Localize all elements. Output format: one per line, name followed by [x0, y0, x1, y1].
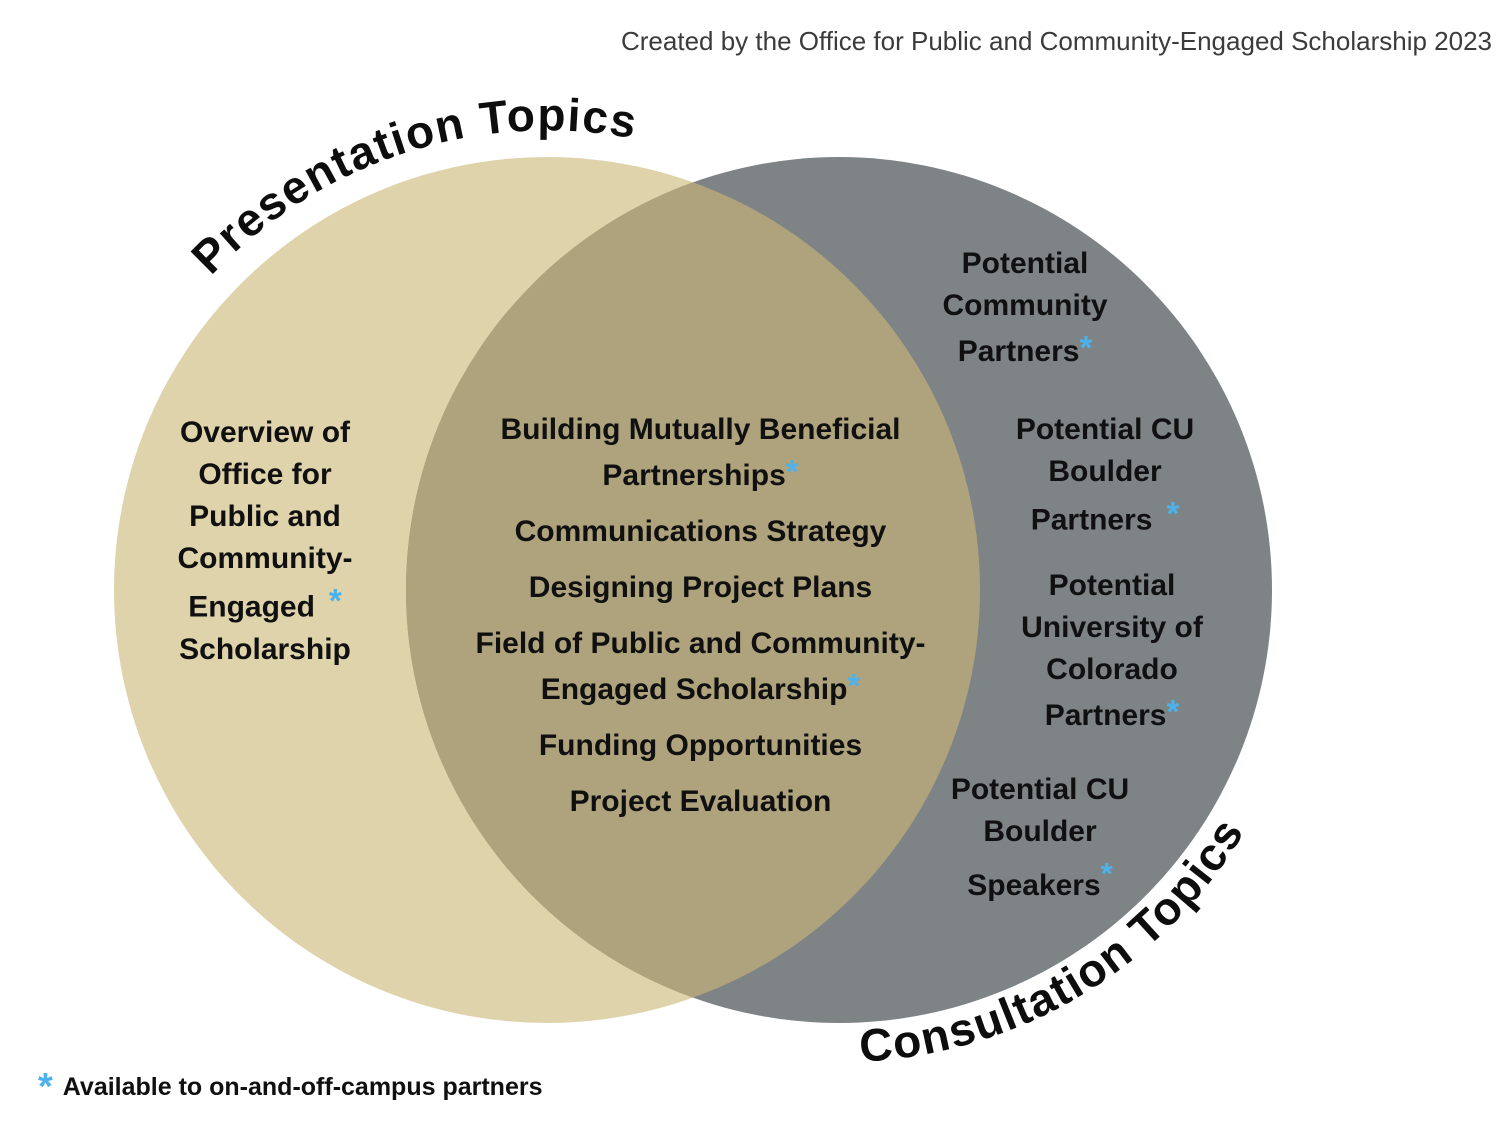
credit-line: Created by the Office for Public and Com… [620, 26, 1492, 56]
text-line: Project Evaluation [569, 784, 832, 818]
asterisk-marker: * [1079, 329, 1093, 366]
consultation-topic-community-partners: Potential Community Partners* [895, 243, 1155, 373]
text-line: Potential CU [950, 773, 1130, 806]
text-line: Partners* [957, 329, 1093, 368]
text-line: Speakers* [967, 856, 1113, 902]
shared-topic-item: Communications Strategy [428, 511, 973, 553]
text-line: Boulder [983, 815, 1097, 848]
text-line: Community- [177, 542, 353, 575]
shared-topics: Building Mutually Beneficial Partnership… [428, 409, 973, 837]
text-line: Potential CU [1015, 413, 1195, 446]
text-line: Engaged Scholarship* [540, 666, 861, 706]
text-line: Partnerships* [602, 453, 799, 492]
text-line: Communications Strategy [514, 514, 887, 548]
text-line: Colorado [1046, 653, 1178, 686]
consultation-topic-university-of-colorado-partners: Potential University of Colorado Partner… [982, 565, 1242, 737]
shared-topic-item: Project Evaluation [428, 781, 973, 823]
text-line: University of [1021, 611, 1203, 644]
text-line: Boulder [1048, 455, 1162, 488]
shared-topic-item: Building Mutually Beneficial Partnership… [428, 409, 973, 497]
consultation-topic-cu-boulder-speakers: Potential CU Boulder Speakers* [910, 769, 1170, 907]
shared-topic-item: Field of Public and Community- Engaged S… [428, 623, 973, 711]
asterisk-marker: * [1100, 856, 1113, 891]
asterisk-marker: * [847, 666, 861, 704]
text-line: Field of Public and Community- [475, 626, 926, 660]
asterisk-symbol: * [38, 1066, 53, 1108]
asterisk-marker: * [1166, 495, 1180, 532]
asterisk-marker: * [1166, 693, 1180, 730]
text-line: Partners* [1044, 693, 1180, 732]
consultation-topic-cu-boulder-partners: Potential CU Boulder Partners* [975, 409, 1235, 542]
text-line: Potential [961, 247, 1089, 280]
text-line: Office for [198, 458, 332, 491]
text-line: Public and [189, 500, 341, 533]
text-line: Overview of [179, 416, 351, 449]
text-line: Engaged* [188, 582, 342, 624]
footnote: * Available to on-and-off-campus partners [38, 1066, 542, 1109]
shared-topic-item: Designing Project Plans [428, 567, 973, 609]
text-line: Designing Project Plans [528, 570, 873, 604]
text-line: Building Mutually Beneficial [500, 413, 901, 446]
shared-topic-item: Funding Opportunities [428, 725, 973, 767]
overlap-shape [406, 157, 980, 1023]
text-line: Potential [1048, 569, 1176, 602]
presentation-only-topics: Overview of Office for Public and Commun… [120, 412, 410, 671]
text-line: Partners* [1030, 495, 1180, 537]
text-line: Funding Opportunities [538, 728, 863, 762]
asterisk-marker: * [785, 453, 799, 490]
asterisk-marker: * [328, 582, 342, 619]
text-line: Community [942, 289, 1108, 322]
footnote-text: Available to on-and-off-campus partners [62, 1073, 543, 1102]
text-line: Scholarship [179, 632, 351, 666]
